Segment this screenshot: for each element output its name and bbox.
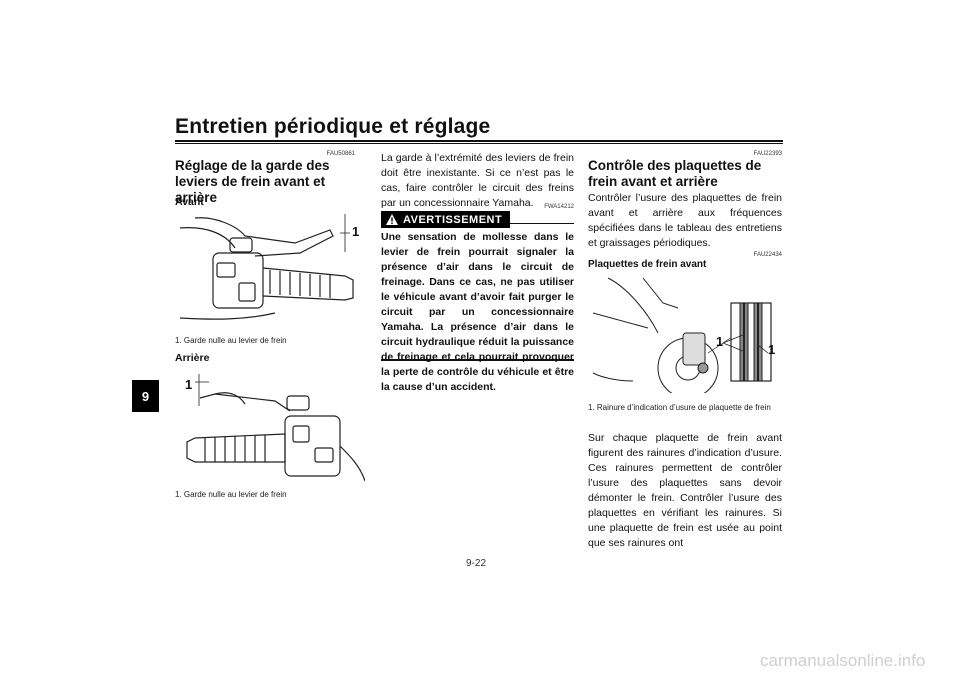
warning-code: FWA14212 [544,204,574,210]
avant-label: Avant [175,196,204,208]
wear-indicator-paragraph: Sur chaque plaquette de frein avant figu… [588,432,782,549]
rear-lever-figure [175,366,366,486]
section-code-3: FAU22434 [753,252,782,258]
chapter-tab: 9 [132,380,159,412]
figure3-caption: 1. Rainure d’indication d’usure de plaqu… [588,403,771,412]
figure3-callout-b: 1 [768,342,776,357]
header-rule [175,140,783,142]
warning-triangle-icon [386,214,398,225]
arriere-label: Arrière [175,352,210,364]
figure3-callout-a: 1 [716,334,724,349]
brake-pads-paragraph: Contrôler l’usure des plaquettes de frei… [588,192,782,249]
section-code: FAU50861 [326,151,355,157]
header-rule-thin [175,143,783,144]
warning-bottom-rule [381,359,574,361]
front-pads-heading: Plaquettes de frein avant [588,259,707,270]
figure1-caption: 1. Garde nulle au levier de frein [175,336,287,345]
front-lever-figure [175,208,365,328]
front-brake-pad-figure [588,273,782,399]
section-heading-2: Contrôle des plaquettes de frein avant e… [588,158,762,189]
watermark: carmanualsonline.info [760,651,926,670]
page-title: Entretien périodique et réglage [175,115,491,138]
warning-label: AVERTISSEMENT [403,213,503,226]
lever-play-paragraph: La garde à l’extrémité des leviers de fr… [381,152,574,209]
figure2-caption: 1. Garde nulle au levier de frein [175,490,287,499]
section-code-2: FAU22393 [753,151,782,157]
section-heading: Réglage de la garde des leviers de frein… [175,158,330,205]
warning-box: AVERTISSEMENT [381,211,511,231]
figure1-callout: 1 [352,224,360,239]
warning-top-rule [510,223,574,224]
figure2-callout: 1 [185,377,193,392]
warning-text: Une sensation de mollesse dans le levier… [381,231,574,393]
page-number: 9-22 [466,558,487,569]
